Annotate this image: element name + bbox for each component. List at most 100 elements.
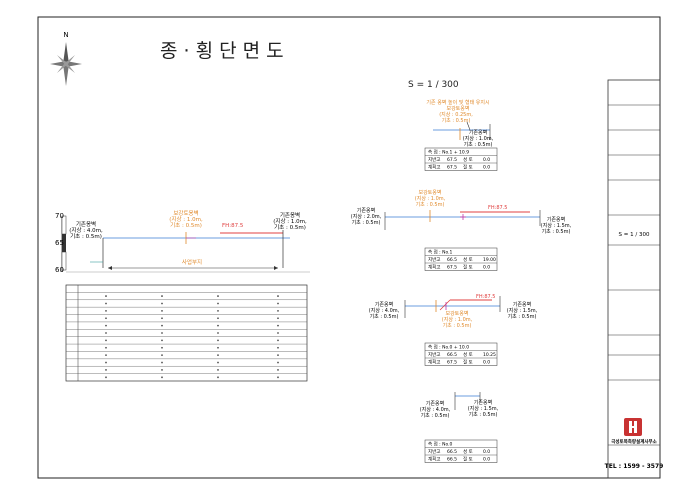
- profile-table: [65, 284, 308, 382]
- station-cell: 절 토: [463, 264, 473, 271]
- cs4-left-3: 기초 : 0.5m): [421, 412, 450, 419]
- profile-mark: [277, 302, 279, 305]
- cs3-left-2: (지상 : 4.0m,: [369, 307, 400, 314]
- station-tables: 측 점 : No.1 + 10.9 지반고 67.5 성 토 0.0 계획고 67.5 절 토…: [424, 147, 498, 463]
- station-cell: 절 토: [463, 456, 473, 463]
- cs2-left-2: (지상 : 2.0m,: [351, 213, 382, 220]
- profile-mark: [161, 361, 163, 364]
- profile-mark: [161, 324, 163, 327]
- station-cell: 66.5: [447, 257, 457, 263]
- profile-mark: [217, 302, 219, 305]
- profile-mark: [105, 324, 107, 327]
- cs1-right-1: 기존옹벽: [469, 129, 487, 136]
- station-label: 측 점 : No.1 + 10.9: [428, 149, 469, 156]
- profile-mark: [217, 309, 219, 312]
- cs2-note-3: 기초 : 0.5m): [416, 201, 445, 208]
- y-tick-65: 65: [55, 239, 64, 247]
- company-logo-icon: [624, 418, 642, 436]
- profile-mark: [105, 309, 107, 312]
- left-wall-label-2: (지상 : 4.0m,: [69, 226, 103, 234]
- page-title: 종 · 횡 단 면 도: [160, 40, 284, 62]
- sheet-border: [37, 16, 661, 479]
- cs3-right-1: 기존옹벽: [513, 301, 531, 308]
- profile-mark: [217, 317, 219, 320]
- profile-mark: [161, 354, 163, 357]
- y-tick-60: 60: [55, 266, 64, 274]
- station-label: 측 점 : No.1: [428, 249, 453, 256]
- profile-mark: [217, 339, 219, 342]
- cs2-left-1: 기존옹벽: [357, 207, 375, 214]
- station-cell: 성 토: [463, 156, 473, 163]
- profile-mark: [217, 376, 219, 379]
- profile-mark: [277, 376, 279, 379]
- cs2-right-1: 기존옹벽: [547, 216, 565, 223]
- profile-mark: [217, 346, 219, 349]
- cs1-right-2: (지상 : 1.0m,: [463, 135, 494, 142]
- station-cell: 67.5: [447, 157, 457, 163]
- profile-mark: [161, 369, 163, 371]
- cs4-right-3: 기초 : 0.5m): [469, 411, 498, 418]
- station-cell: 지반고: [428, 448, 440, 455]
- cs3-center-1: 보강토옹벽: [445, 310, 468, 317]
- profile-mark: [161, 339, 163, 342]
- station-cell: 0.0: [483, 360, 490, 366]
- cs2-note-1: 보강토옹벽: [418, 189, 441, 196]
- profile-mark: [277, 354, 279, 357]
- station-cell: 19.00: [483, 257, 496, 263]
- cs3-left-3: 기초 : 0.5m): [370, 313, 399, 320]
- cs3-center-2: (지상 : 1.0m,: [442, 316, 473, 323]
- station-cell: 67.5: [447, 265, 457, 271]
- profile-mark: [217, 324, 219, 327]
- cs3-left-1: 기존옹벽: [375, 301, 393, 308]
- cross-section-1: 기존 옹벽 높이 및 형태 유지시 보강토옹벽 (지상 : 0.25m, 기초 …: [426, 99, 493, 148]
- profile-mark: [277, 295, 279, 297]
- cs4-left-1: 기존옹벽: [426, 400, 444, 407]
- station-cell: 66.5: [447, 449, 457, 455]
- center-wall-label-2: (지상 : 1.0m,: [169, 215, 203, 223]
- right-wall-label-2: (지상 : 1.0m,: [273, 217, 307, 225]
- cs3-right-3: 기초 : 0.5m): [508, 313, 537, 320]
- profile-mark: [105, 332, 107, 334]
- profile-mark: [161, 346, 163, 349]
- profile-mark: [161, 332, 163, 334]
- profile-mark: [105, 354, 107, 357]
- y-tick-70: 70: [55, 212, 64, 220]
- station-cell: 성 토: [463, 351, 473, 358]
- station-label: 측 점 : No.0 + 10.0: [428, 344, 469, 351]
- profile-mark: [277, 317, 279, 320]
- cs1-right-3: 기초 : 0.5m): [464, 141, 493, 148]
- center-wall-label-3: 기초 : 0.5m): [170, 221, 202, 229]
- cs1-note-3: (지상 : 0.25m,: [439, 111, 473, 118]
- cs1-note-4: 기초 : 0.5m): [442, 117, 471, 124]
- north-arrow-icon: [50, 42, 82, 86]
- profile-mark: [161, 295, 163, 297]
- profile-mark: [277, 361, 279, 364]
- station-cell: 66.5: [447, 352, 457, 358]
- profile-mark: [105, 339, 107, 342]
- cs1-note-1: 기존 옹벽 높이 및 형태 유지시: [426, 99, 489, 106]
- station-cell: 67.5: [447, 360, 457, 366]
- left-section: 70 65 60 기존옹벽 (지상 : 4.0m, 기초 : 0.5m) 보강토…: [55, 209, 310, 274]
- right-wall-label-3: 기초 : 0.5m): [274, 223, 306, 231]
- cs4-right-1: 기존옹벽: [474, 399, 492, 406]
- station-cell: 계획고: [428, 164, 440, 171]
- station-cell: 절 토: [463, 359, 473, 366]
- profile-mark: [105, 376, 107, 379]
- profile-mark: [277, 369, 279, 371]
- profile-mark: [217, 332, 219, 334]
- tb-scale: S = 1 / 300: [619, 232, 650, 238]
- station-cell: 0.0: [483, 457, 490, 463]
- cs2-right-2: (지상 : 1.5m,: [541, 222, 572, 229]
- cs2-fh: FH:87.5: [488, 205, 507, 211]
- left-wall-label-3: 기초 : 0.5m): [70, 232, 102, 240]
- profile-mark: [217, 295, 219, 297]
- tb-company: 극성토목측량설계사무소: [611, 438, 657, 445]
- profile-mark: [277, 332, 279, 334]
- station-cell: 67.5: [447, 165, 457, 171]
- profile-mark: [277, 309, 279, 312]
